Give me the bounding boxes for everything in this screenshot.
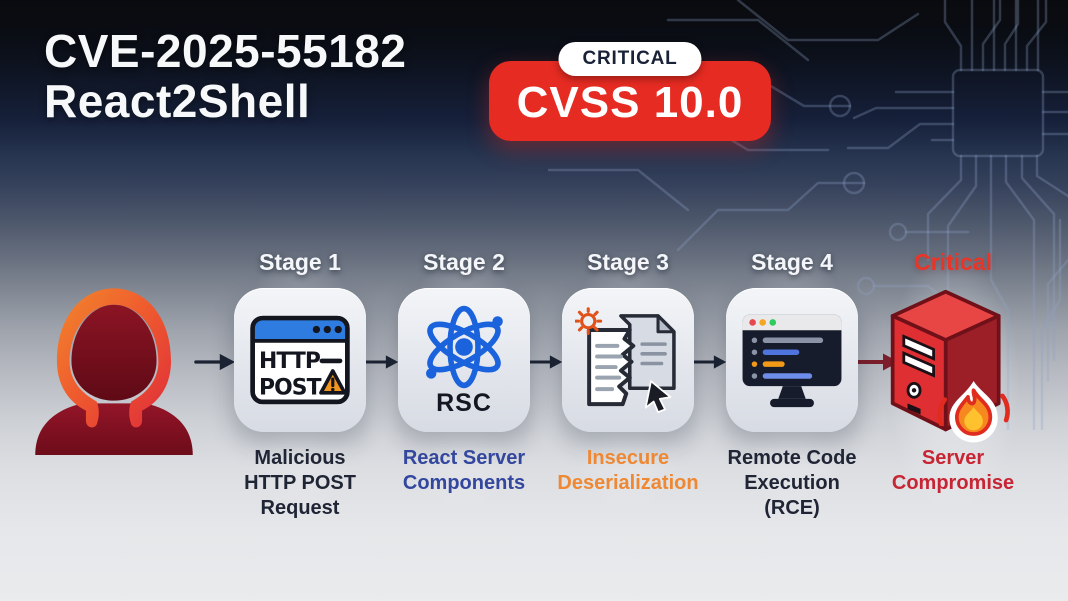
react-atom-icon: [426, 305, 503, 388]
compromised-server-icon: [890, 289, 1010, 443]
title-block: CVE-2025-55182 React2Shell: [44, 26, 406, 126]
stage-3-caption: Insecure Deserialization: [557, 447, 699, 494]
stage-4-tile: [726, 288, 858, 432]
window-text-http: HTTP: [259, 349, 321, 374]
stage-2-caption: React Server Components: [402, 447, 526, 494]
severity-badge: CRITICAL CVSS 10.0: [489, 42, 771, 141]
stage-1-caption: Malicious HTTP POST Request: [244, 447, 356, 519]
cursor-icon: [644, 380, 672, 413]
stage-4-column: Stage 4 Remote Code Execution (RCE): [710, 248, 874, 521]
burst-icon: [575, 307, 603, 336]
window-text-post: POST: [259, 376, 322, 401]
critical-column: Critical: [871, 248, 1035, 496]
hooded-attacker-icon: [35, 288, 193, 455]
flow-arrow-4: [693, 355, 727, 369]
server-icon-area: [871, 288, 1035, 443]
stage-4-label: Stage 4: [751, 249, 833, 275]
stage-3-column: Stage 3: [546, 248, 710, 496]
fire-icon: [937, 381, 1010, 443]
stage-3-tile: [562, 288, 694, 432]
stage-3-label: Stage 3: [587, 249, 669, 275]
cve-id-title: CVE-2025-55182: [44, 25, 407, 77]
critical-pill: CRITICAL: [558, 42, 702, 76]
critical-label: Critical: [914, 249, 992, 275]
critical-caption: Server Compromise: [891, 447, 1015, 494]
stage-4-caption: Remote Code Execution (RCE): [727, 447, 857, 519]
stage-2-column: Stage 2 RSC React Server Components: [382, 248, 546, 496]
flow-arrow-3: [529, 355, 563, 369]
terminal-monitor-icon: [742, 314, 842, 408]
http-post-window-icon: HTTP POST: [250, 315, 350, 405]
stage-1-column: Stage 1 HTTP POST Malicious HTTP POST Re…: [218, 248, 382, 521]
stage-1-label: Stage 1: [259, 249, 341, 275]
vulnerability-name-title: React2Shell: [44, 75, 311, 127]
stage-1-tile: HTTP POST: [234, 288, 366, 432]
flow-arrow-1: [194, 353, 236, 371]
stage-2-label: Stage 2: [423, 249, 505, 275]
stage-2-tile: RSC: [398, 288, 530, 432]
rsc-label: RSC: [436, 388, 492, 417]
torn-document-icon: [575, 307, 676, 413]
flow-arrow-2: [365, 355, 399, 369]
